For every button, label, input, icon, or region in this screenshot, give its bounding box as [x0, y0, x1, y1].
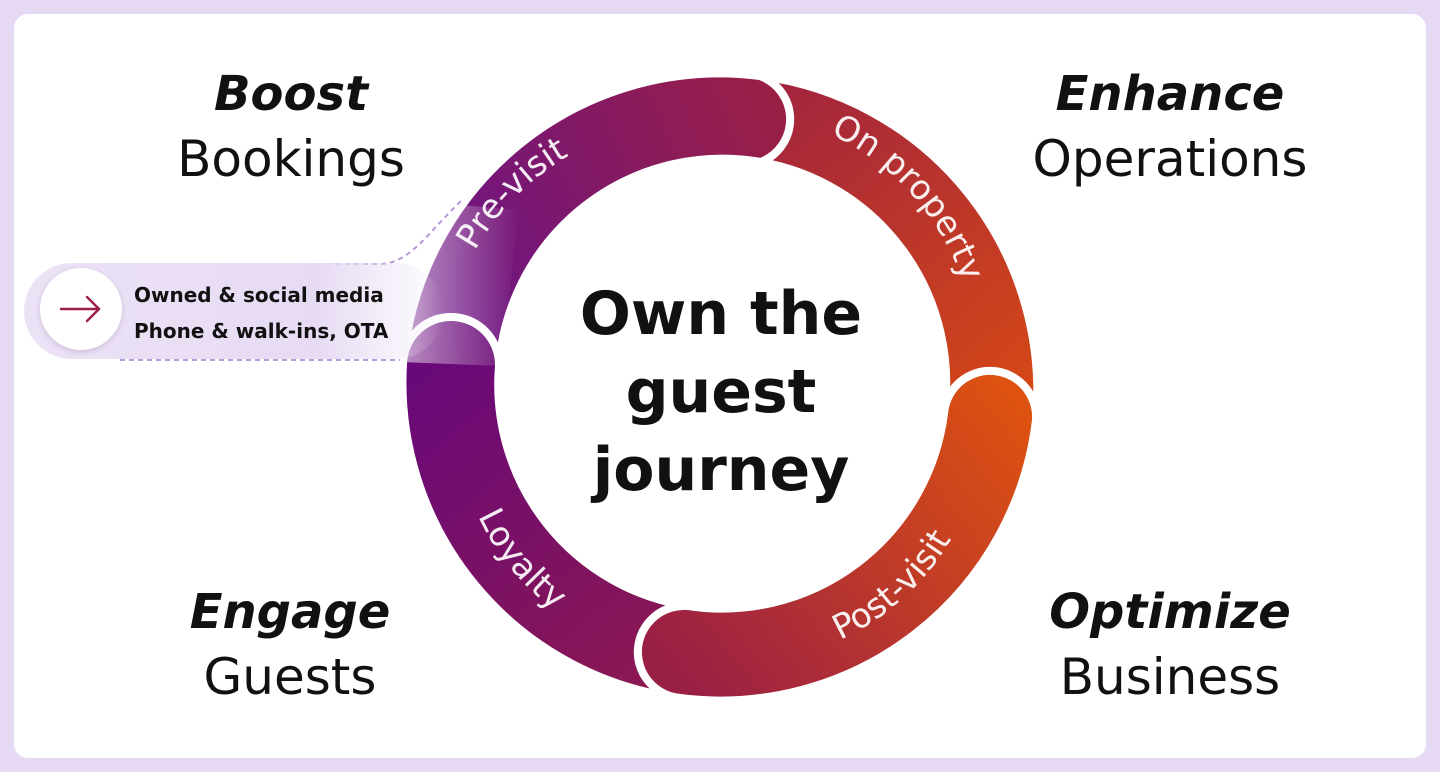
center-title: Own the guest journey — [551, 275, 891, 509]
quadrant-light-text: Bookings — [177, 130, 405, 188]
callout-arrow-button[interactable] — [40, 268, 122, 350]
quadrant-bold-text: Optimize — [1049, 584, 1291, 640]
center-title-line: journey — [592, 435, 850, 505]
quadrant-bold-text: Enhance — [1055, 66, 1285, 122]
quadrant-bold-text: Engage — [189, 584, 391, 640]
quadrant-light-text: Operations — [1032, 130, 1308, 188]
quadrant-boost-bookings: Boost Bookings — [121, 70, 461, 184]
quadrant-bold-text: Boost — [213, 66, 369, 122]
callout-line: Owned & social media — [134, 283, 384, 307]
arrow-right-icon — [59, 295, 101, 323]
center-title-line: Own the — [579, 279, 863, 349]
center-title-line: guest — [625, 357, 817, 427]
callout-text: Owned & social media Phone & walk-ins, O… — [134, 277, 388, 349]
callout-line: Phone & walk-ins, OTA — [134, 319, 389, 343]
quadrant-engage-guests: Engage Guests — [120, 588, 460, 702]
callout-connector-top — [120, 199, 463, 265]
quadrant-optimize-business: Optimize Business — [1000, 588, 1340, 702]
quadrant-light-text: Guests — [203, 648, 377, 706]
quadrant-enhance-operations: Enhance Operations — [1000, 70, 1340, 184]
quadrant-light-text: Business — [1059, 648, 1281, 706]
